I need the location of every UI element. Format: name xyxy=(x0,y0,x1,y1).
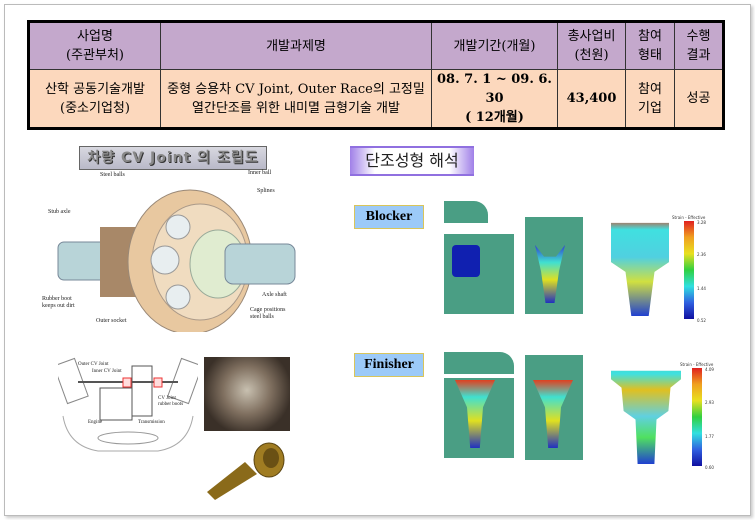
cell-cost: 43,400 xyxy=(557,69,626,129)
label-stub-axle: Stub axle xyxy=(48,209,71,215)
label-outer-cv-joint: Outer CV Joint xyxy=(78,362,109,367)
car-outline xyxy=(53,357,203,452)
legend-tick: 2.93 xyxy=(705,400,714,405)
blocker-upper-die xyxy=(444,201,488,223)
header-text: 형태 xyxy=(638,48,662,63)
header-text: 수행 xyxy=(686,29,711,44)
header-text: 참여 xyxy=(638,29,662,44)
cell-text: 08. 7. 1 ~ 09. 6. 30 xyxy=(437,72,552,106)
outer-race-render xyxy=(205,440,285,500)
label-splines: Splines xyxy=(257,188,275,194)
finisher-upper-die xyxy=(444,352,514,374)
header-text: 개발기간(개월) xyxy=(453,38,536,54)
label-outer-socket: Outer socket xyxy=(96,318,127,324)
forging-analysis-title: 단조성형 해석 xyxy=(350,146,474,176)
header-text: 총사업비 xyxy=(567,29,616,44)
legend-tick: 1.77 xyxy=(705,434,714,439)
cell-text: ( 12개월) xyxy=(465,110,524,125)
header-text: (천원) xyxy=(574,48,609,63)
cell-text: 기업 xyxy=(638,100,662,116)
header-text: 결과 xyxy=(686,48,711,63)
cell-text: 중형 승용차 CV Joint, Outer Race의 고정밀 xyxy=(167,81,425,97)
header-period: 개발기간(개월) xyxy=(431,21,558,70)
legend-tick: 4.09 xyxy=(705,367,714,372)
cell-text: 열간단조를 위한 내미멸 금형기술 개발 xyxy=(192,100,400,116)
header-project-name: 사업명 (주관부처) xyxy=(28,21,161,70)
legend-tick: 3.28 xyxy=(697,220,706,225)
label-steel-balls-2: steel balls xyxy=(250,314,274,320)
header-text: 개발과제명 xyxy=(266,38,326,54)
cell-result: 성공 xyxy=(674,69,724,129)
blocker-legend-bar xyxy=(684,221,694,319)
header-text: (주관부처) xyxy=(66,48,124,63)
label-steel-balls: Steel balls xyxy=(100,172,125,178)
cv-joint-title: 차량 CV Joint 의 조립도 xyxy=(79,146,267,170)
blocker-workpiece-initial xyxy=(452,245,480,277)
blocker-legend-title: Strain - Effective xyxy=(672,215,706,220)
label-cage-positions: Cage positions xyxy=(250,307,286,313)
label-rubber-boot: Rubber boot xyxy=(42,296,72,302)
finisher-label: Finisher xyxy=(354,353,424,377)
label-keeps-out-dirt: keeps out dirt xyxy=(42,303,75,309)
cv-joint-diagram: Steel balls Inner ball Splines Stub axle… xyxy=(40,170,300,335)
cell-text: 성공 xyxy=(686,91,711,106)
outer-race-shape xyxy=(207,442,285,500)
cell-period: 08. 7. 1 ~ 09. 6. 30 ( 12개월) xyxy=(431,69,558,129)
label-cv-joint: CV Joint xyxy=(158,396,176,401)
header-task-name: 개발과제명 xyxy=(160,21,432,70)
cell-text: 산학 공동기술개발 xyxy=(45,81,145,97)
label-rubber-boots: rubber boots xyxy=(158,402,184,407)
label-transmission: Transmission xyxy=(138,420,165,425)
table-row: 산학 공동기술개발 (중소기업청) 중형 승용차 CV Joint, Outer … xyxy=(28,69,724,129)
cv-joint-illustration xyxy=(57,189,296,335)
legend-tick: 0.52 xyxy=(697,318,706,323)
header-cost: 총사업비 (천원) xyxy=(557,21,626,70)
cell-text: (중소기업청) xyxy=(60,100,130,116)
header-text: 사업명 xyxy=(77,29,113,44)
legend-tick: 0.60 xyxy=(705,465,714,470)
car-drivetrain-sketch: Outer CV Joint Inner CV Joint CV Joint r… xyxy=(53,356,203,456)
finisher-legend-bar xyxy=(692,368,702,466)
finisher-legend-title: Strain - Effective xyxy=(680,362,714,367)
label-inner-ball: Inner ball xyxy=(248,170,272,176)
legend-tick: 2.36 xyxy=(697,252,706,257)
cell-project-name: 산학 공동기술개발 (중소기업청) xyxy=(28,69,161,129)
slide-frame xyxy=(4,4,751,516)
cell-text: 참여 xyxy=(638,81,662,97)
label-axle-shaft: Axle shaft xyxy=(262,292,287,298)
cell-text: 43,400 xyxy=(566,91,617,106)
legend-tick: 1.44 xyxy=(697,286,706,291)
blocker-label: Blocker xyxy=(354,205,424,229)
label-inner-cv-joint: Inner CV Joint xyxy=(92,369,122,374)
label-engine: Engine xyxy=(88,420,103,425)
cv-joint-photo xyxy=(204,357,290,431)
